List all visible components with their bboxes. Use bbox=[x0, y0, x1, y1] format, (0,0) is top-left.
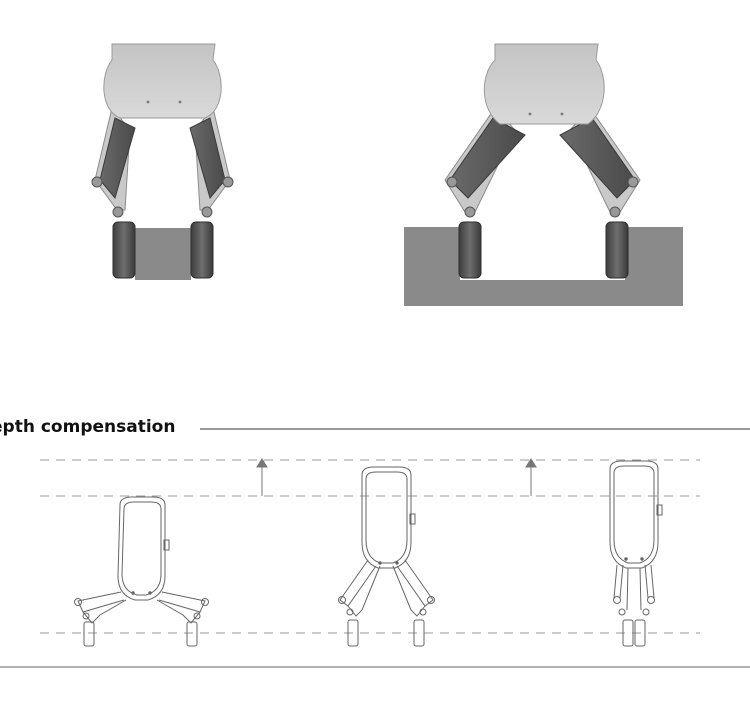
gripper-right-finger bbox=[559, 117, 636, 199]
gripper-internal-grip bbox=[404, 43, 683, 306]
joint-pin-icon bbox=[446, 176, 458, 188]
up-arrow-icon bbox=[525, 458, 537, 496]
gripper-body bbox=[483, 43, 605, 125]
section-title: epth compensation bbox=[0, 417, 178, 437]
gripper-right-pad bbox=[190, 221, 214, 279]
joint-pin-icon bbox=[201, 206, 213, 218]
gripper-left-finger bbox=[99, 117, 136, 200]
outline-gripper-half bbox=[338, 466, 435, 647]
gripper-left-pad bbox=[458, 221, 482, 279]
gripper-body bbox=[103, 43, 222, 119]
body-screw-icon bbox=[178, 100, 182, 104]
body-screw-icon bbox=[146, 100, 150, 104]
gripper-left-finger bbox=[449, 117, 526, 199]
joint-pin-icon bbox=[222, 176, 234, 188]
outline-gripper-closed bbox=[609, 460, 663, 647]
joint-pin-icon bbox=[464, 206, 476, 218]
joint-pin-icon bbox=[609, 206, 621, 218]
grasped-object bbox=[135, 228, 191, 280]
joint-pin-icon bbox=[112, 206, 124, 218]
up-arrow-icon bbox=[256, 458, 268, 496]
gripper-left-pad bbox=[112, 221, 136, 279]
outline-gripper-open bbox=[74, 496, 209, 647]
gripper-right-pad bbox=[605, 221, 629, 279]
gripper-right-finger bbox=[189, 117, 226, 200]
body-screw-icon bbox=[528, 112, 532, 116]
body-screw-icon bbox=[560, 112, 564, 116]
joint-pin-icon bbox=[91, 176, 103, 188]
gripper-parallel-grip bbox=[91, 43, 234, 280]
joint-pin-icon bbox=[627, 176, 639, 188]
object-cavity bbox=[460, 227, 625, 280]
